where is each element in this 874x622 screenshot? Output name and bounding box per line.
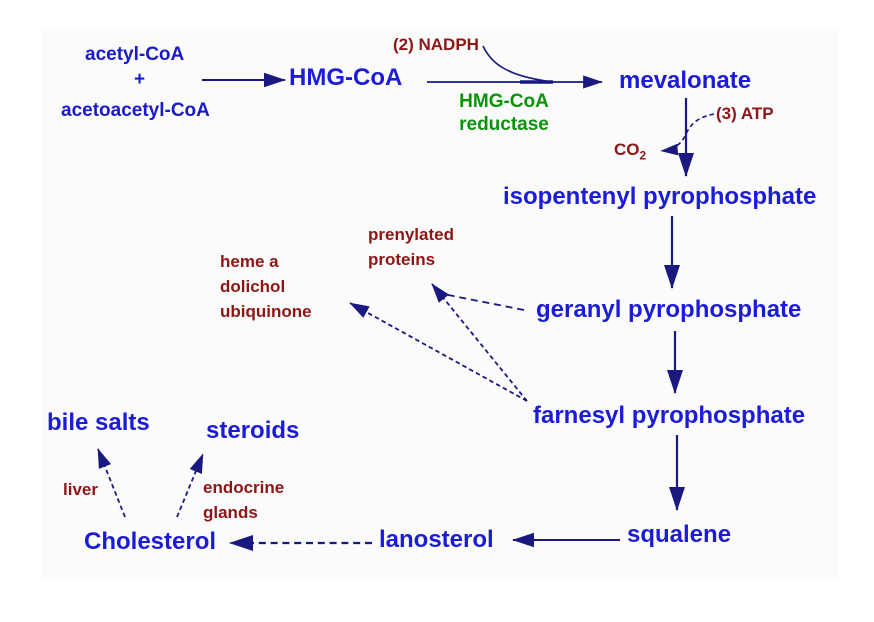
node-farnesyl-pyrophosphate: farnesyl pyrophosphate bbox=[533, 402, 806, 429]
arrow-farnesyl-to-prenylated bbox=[431, 283, 528, 402]
node-prenylated-proteins: prenylated proteins bbox=[368, 222, 454, 272]
organ-label-liver: liver bbox=[63, 480, 98, 499]
heme-line3: ubiquinone bbox=[220, 302, 312, 321]
endocrine-line1: endocrine bbox=[203, 478, 285, 497]
node-isopentenyl-pyrophosphate: isopentenyl pyrophosphate bbox=[503, 183, 817, 210]
node-steroids: steroids bbox=[206, 417, 300, 444]
node-lanosterol: lanosterol bbox=[379, 526, 494, 553]
diagram-background bbox=[42, 30, 838, 578]
arrow-geranyl-to-prenylated bbox=[442, 293, 525, 311]
node-hmg-coa: HMG-CoA bbox=[289, 64, 403, 91]
node-heme-dolichol-ubiquinone: heme a dolichol ubiquinone bbox=[220, 249, 312, 324]
nadph-curve bbox=[482, 45, 547, 82]
co2-base: CO bbox=[614, 140, 640, 159]
enzyme-name-line2: reductase bbox=[459, 114, 549, 135]
node-acetyl-coa: acetyl-CoA bbox=[85, 44, 185, 65]
arrow-cholesterol-to-steroids bbox=[176, 453, 204, 518]
cofactor-atp: (3) ATP bbox=[716, 104, 774, 123]
organ-label-endocrine-glands: endocrine glands bbox=[203, 475, 284, 525]
enzyme-hmg-coa-reductase: HMG-CoA reductase bbox=[437, 90, 571, 136]
cofactor-nadph: (2) NADPH bbox=[393, 35, 479, 54]
node-cholesterol: Cholesterol bbox=[84, 528, 217, 555]
prenylated-line1: prenylated bbox=[368, 225, 454, 244]
arrow-farnesyl-to-heme-group bbox=[349, 302, 528, 402]
byproduct-co2: CO2 bbox=[614, 137, 646, 168]
node-acetoacetyl-coa: acetoacetyl-CoA bbox=[61, 100, 210, 121]
arrow-cholesterol-to-bile-salts bbox=[97, 448, 126, 518]
enzyme-name-line1: HMG-CoA bbox=[459, 91, 549, 112]
prenylated-line2: proteins bbox=[368, 250, 436, 269]
co2-subscript: 2 bbox=[639, 148, 647, 163]
endocrine-line2: glands bbox=[203, 503, 258, 522]
heme-line1: heme a bbox=[220, 252, 279, 271]
heme-line2: dolichol bbox=[220, 277, 286, 296]
node-mevalonate: mevalonate bbox=[619, 67, 752, 94]
node-squalene: squalene bbox=[627, 521, 732, 548]
node-bile-salts: bile salts bbox=[47, 409, 150, 436]
plus-sign: + bbox=[134, 69, 146, 90]
atp-curve-to-co2 bbox=[660, 113, 715, 156]
node-geranyl-pyrophosphate: geranyl pyrophosphate bbox=[536, 296, 802, 323]
